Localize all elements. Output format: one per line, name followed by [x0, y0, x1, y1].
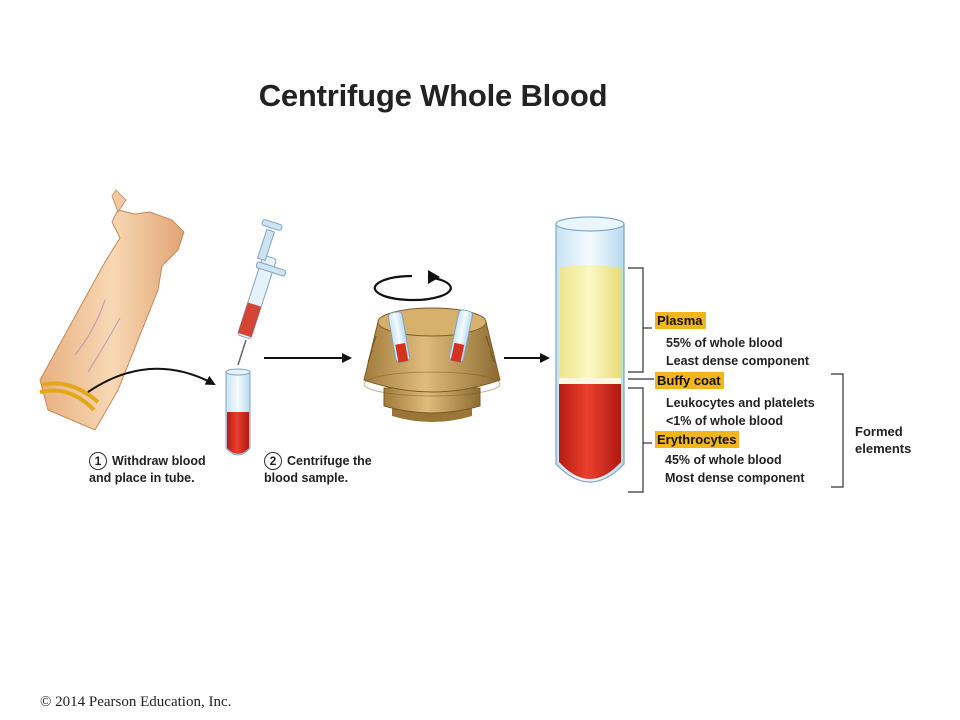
page-title: Centrifuge Whole Blood [258, 78, 608, 113]
buffy-coat-label-block: Buffy coat Leukocytes and platelets <1% … [655, 372, 815, 430]
plasma-bracket [628, 267, 644, 373]
erythrocytes-desc-2: Most dense component [665, 471, 805, 485]
arrow-arm-to-tube [87, 367, 216, 393]
step-1-line2: and place in tube. [89, 471, 195, 485]
formed-elements-line2: elements [855, 441, 912, 456]
layer-brackets [628, 267, 844, 493]
buffy-coat-layer [559, 378, 621, 384]
step-2-caption: 2 Centrifuge the blood sample. [264, 452, 372, 487]
rotation-arrow [373, 270, 452, 302]
plasma-layer [559, 265, 621, 378]
formed-elements-bracket [831, 373, 844, 488]
syringe-illustration [237, 219, 287, 366]
step-2-number: 2 [264, 452, 282, 470]
step-2-line1: Centrifuge the [287, 454, 372, 468]
formed-elements-label: Formed elements [855, 423, 911, 457]
erythrocytes-desc-1: 45% of whole blood [665, 453, 782, 467]
plasma-label-block: Plasma 55% of whole blood Least dense co… [655, 312, 809, 370]
buffy-coat-label: Buffy coat [655, 372, 724, 389]
buffy-coat-desc-2: <1% of whole blood [666, 414, 784, 428]
large-tube-illustration [555, 216, 625, 483]
step-2-line2: blood sample. [264, 471, 349, 485]
erythrocyte-bracket [628, 387, 644, 493]
buffy-coat-desc-1: Leukocytes and platelets [666, 396, 815, 410]
step-1-number: 1 [89, 452, 107, 470]
centrifuge-illustration [363, 307, 501, 422]
small-tube-illustration [225, 368, 251, 456]
arm-illustration [39, 189, 185, 431]
plasma-desc-2: Least dense component [666, 354, 810, 368]
formed-elements-line1: Formed [855, 424, 903, 439]
erythrocytes-label: Erythrocytes [655, 431, 740, 448]
step-1-line1: Withdraw blood [112, 454, 206, 468]
erythrocyte-layer [559, 384, 621, 479]
plasma-desc-1: 55% of whole blood [666, 336, 783, 350]
plasma-label: Plasma [655, 312, 706, 329]
erythrocytes-label-block: Erythrocytes 45% of whole blood Most den… [655, 431, 805, 487]
copyright-notice: © 2014 Pearson Education, Inc. [40, 694, 232, 710]
step-1-caption: 1 Withdraw blood and place in tube. [89, 452, 206, 487]
